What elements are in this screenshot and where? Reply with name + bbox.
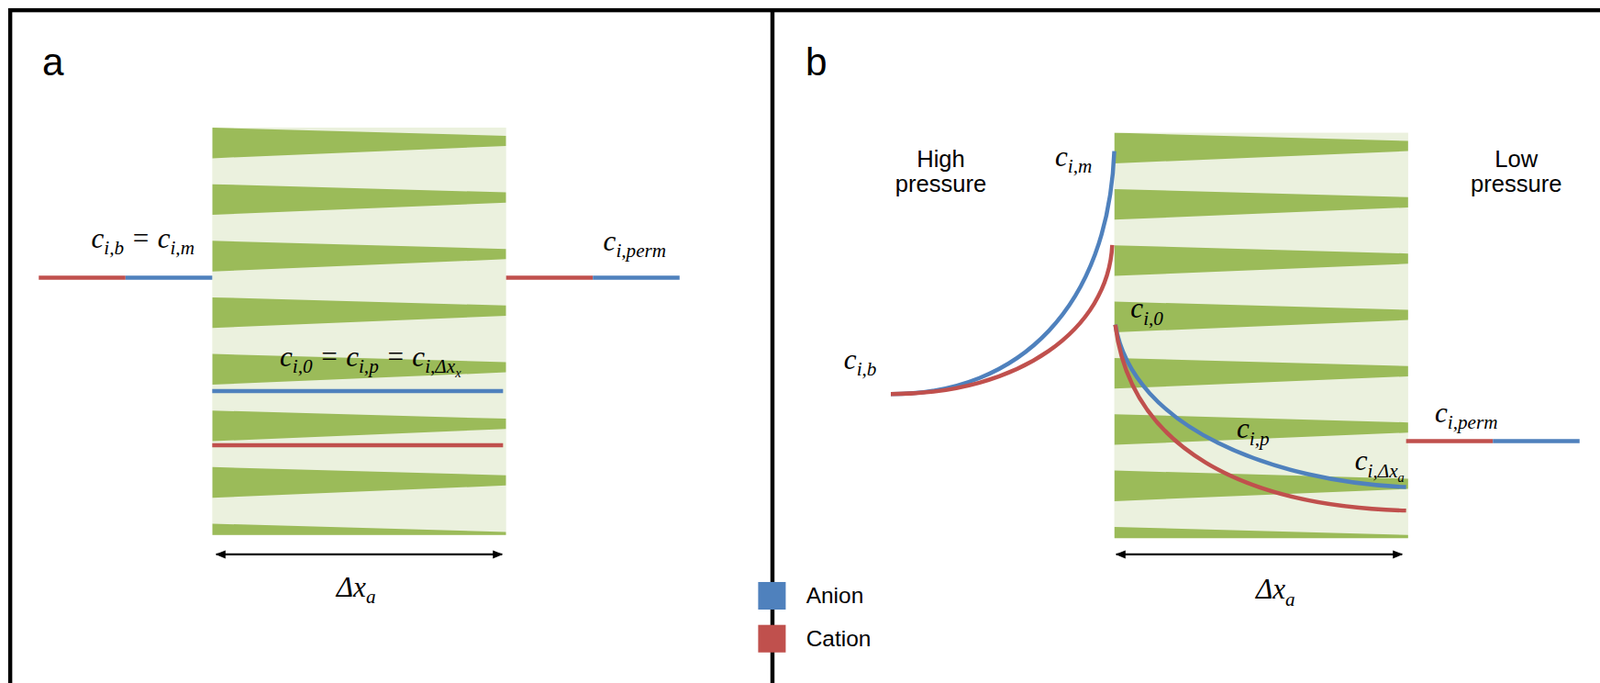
frame	[10, 10, 1600, 683]
cation-line	[506, 275, 594, 279]
cation-line	[38, 275, 126, 279]
anion-curve	[1115, 324, 1407, 488]
pore-wedge	[211, 522, 506, 534]
region-label: Low pressure	[1459, 146, 1575, 197]
dimension-arrow	[1116, 553, 1402, 556]
panel-letter: a	[42, 43, 65, 84]
concentration-label: ci,0	[1130, 293, 1164, 324]
membrane	[211, 127, 506, 535]
concentration-label: ci,b	[844, 344, 878, 375]
pore-wedge	[1114, 188, 1409, 220]
concentration-label: ci,m	[1055, 141, 1092, 172]
concentration-label: ci,perm	[1434, 397, 1499, 428]
concentration-label: ci,Δxa	[1355, 444, 1405, 478]
dimension-arrow	[216, 553, 502, 556]
cation-curve	[1115, 324, 1407, 511]
anion-line	[592, 275, 680, 279]
pore-wedge	[211, 410, 506, 441]
cation-curve	[890, 244, 1112, 394]
pore-wedge	[1114, 357, 1409, 389]
dimension-label: Δxa	[336, 571, 377, 602]
legend-swatch	[757, 581, 786, 610]
legend-text: Cation	[806, 625, 872, 653]
anion-line	[211, 388, 503, 393]
membrane-pores	[211, 127, 506, 535]
pore-wedge	[211, 354, 506, 385]
pore-wedge	[1114, 301, 1409, 333]
cation-line	[211, 443, 503, 447]
concentration-label: ci,perm	[603, 225, 667, 256]
concentration-label: ci,b = ci,m	[90, 222, 194, 254]
region-label: High pressure	[883, 146, 999, 197]
pore-wedge	[1114, 244, 1409, 276]
pore-wedge	[211, 466, 506, 498]
anion-line	[1492, 438, 1580, 443]
panel-letter: b	[805, 43, 828, 84]
pore-wedge	[211, 127, 506, 158]
membrane	[1114, 133, 1409, 539]
pore-wedge	[211, 297, 506, 328]
dimension-label: Δxa	[1255, 573, 1296, 604]
cation-line	[1406, 438, 1494, 443]
membrane-pores	[1114, 133, 1409, 539]
legend-text: Anion	[806, 582, 865, 610]
pore-wedge	[211, 240, 506, 271]
pore-wedge	[211, 184, 506, 215]
concentration-label: ci,0 = ci,p = ci,Δxx	[279, 341, 462, 374]
anion-line	[125, 275, 213, 279]
pore-wedge	[1114, 526, 1409, 538]
concentration-label: ci,p	[1236, 413, 1270, 445]
legend-swatch	[757, 624, 786, 653]
pore-wedge	[1114, 133, 1409, 164]
